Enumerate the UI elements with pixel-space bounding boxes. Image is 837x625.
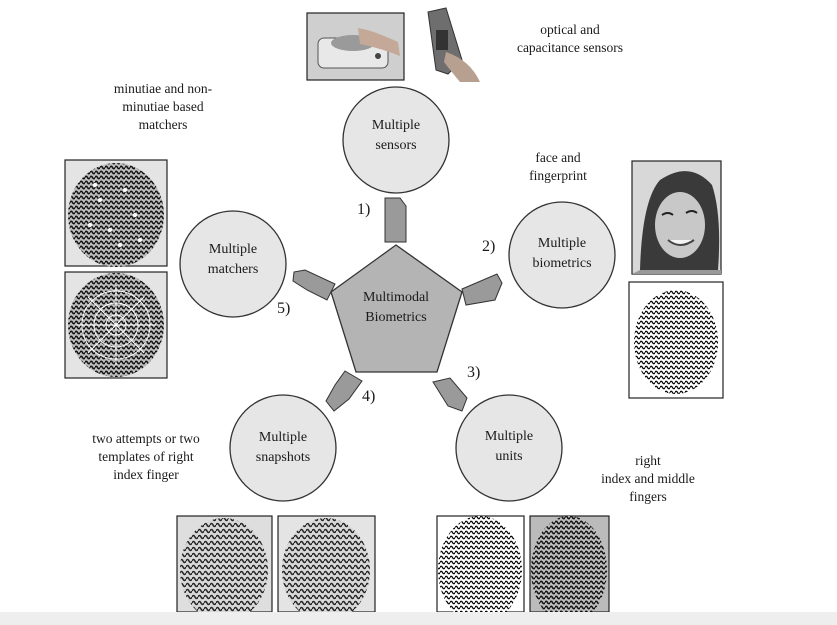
caption-matchers-line3: matchers bbox=[138, 117, 188, 132]
node-snapshots-label: Multiple snapshots bbox=[233, 428, 333, 468]
node-biometrics-label: Multiple biometrics bbox=[512, 234, 612, 274]
node-matchers-number: 5) bbox=[277, 300, 291, 317]
caption-matchers: minutiae and non- minutiae based matcher… bbox=[88, 80, 238, 134]
center-label-line1: Multimodal bbox=[362, 290, 430, 305]
caption-biometrics-line1: face and bbox=[535, 150, 581, 165]
caption-sensors-line2: capacitance sensors bbox=[516, 40, 624, 55]
caption-matchers-line1: minutiae and non- bbox=[113, 81, 213, 96]
center-pentagon bbox=[330, 244, 463, 373]
node-biometrics-circle bbox=[508, 201, 616, 309]
caption-units-line3: fingers bbox=[629, 489, 667, 504]
fingerprint-biometrics-image bbox=[628, 281, 724, 399]
caption-snapshots-line2: templates of right bbox=[98, 449, 194, 464]
node-snapshots-line1: Multiple bbox=[258, 430, 308, 445]
node-units-line2: units bbox=[495, 449, 523, 464]
node-biometrics-number: 2) bbox=[482, 238, 496, 255]
center-label-line2: Biometrics bbox=[365, 310, 427, 325]
caption-sensors: optical and capacitance sensors bbox=[495, 21, 645, 57]
fingerprint-middle-image bbox=[529, 515, 610, 624]
node-units-number: 3) bbox=[467, 364, 481, 381]
node-units-label: Multiple units bbox=[459, 427, 559, 467]
caption-units: right index and middle fingers bbox=[578, 452, 718, 506]
caption-biometrics-line2: fingerprint bbox=[529, 168, 587, 183]
arrow-snapshots bbox=[325, 370, 363, 412]
caption-snapshots: two attempts or two templates of right i… bbox=[66, 430, 226, 484]
node-units-line1: Multiple bbox=[484, 429, 534, 444]
node-snapshots-circle bbox=[229, 394, 337, 502]
caption-sensors-line1: optical and bbox=[540, 22, 600, 37]
optical-sensor-image bbox=[306, 12, 405, 81]
node-matchers-circle bbox=[179, 210, 287, 318]
arrow-biometrics bbox=[461, 273, 503, 306]
arrow-matchers bbox=[292, 269, 336, 301]
caption-units-line1: right bbox=[635, 453, 661, 468]
center-label: Multimodal Biometrics bbox=[341, 288, 451, 328]
fingerprint-non-minutiae-image bbox=[64, 271, 168, 379]
node-sensors-number: 1) bbox=[357, 201, 371, 218]
caption-biometrics: face and fingerprint bbox=[508, 149, 608, 185]
bottom-edge bbox=[0, 612, 837, 625]
capacitance-sensor-image bbox=[415, 7, 482, 83]
fingerprint-snapshot-2-image bbox=[277, 515, 376, 622]
node-biometrics-line1: Multiple bbox=[537, 236, 587, 251]
node-units-circle bbox=[455, 394, 563, 502]
fingerprint-minutiae-image bbox=[64, 159, 168, 267]
node-matchers-line1: Multiple bbox=[208, 242, 258, 257]
node-sensors-circle bbox=[342, 86, 450, 194]
face-image bbox=[631, 160, 722, 275]
arrow-sensors bbox=[384, 197, 407, 243]
node-matchers-line2: matchers bbox=[207, 262, 259, 277]
node-matchers-label: Multiple matchers bbox=[183, 240, 283, 280]
node-biometrics-line2: biometrics bbox=[532, 256, 592, 271]
caption-matchers-line2: minutiae based bbox=[122, 99, 204, 114]
node-sensors-label: Multiple sensors bbox=[346, 116, 446, 156]
caption-snapshots-line1: two attempts or two bbox=[92, 431, 200, 446]
node-sensors-line1: Multiple bbox=[371, 118, 421, 133]
node-sensors-line2: sensors bbox=[375, 138, 417, 153]
fingerprint-snapshot-1-image bbox=[176, 515, 273, 622]
caption-units-line2: index and middle bbox=[601, 471, 695, 486]
node-snapshots-number: 4) bbox=[362, 388, 376, 405]
caption-snapshots-line3: index finger bbox=[113, 467, 179, 482]
node-snapshots-line2: snapshots bbox=[255, 450, 311, 465]
fingerprint-index-image bbox=[436, 515, 525, 624]
arrow-units bbox=[432, 377, 468, 412]
